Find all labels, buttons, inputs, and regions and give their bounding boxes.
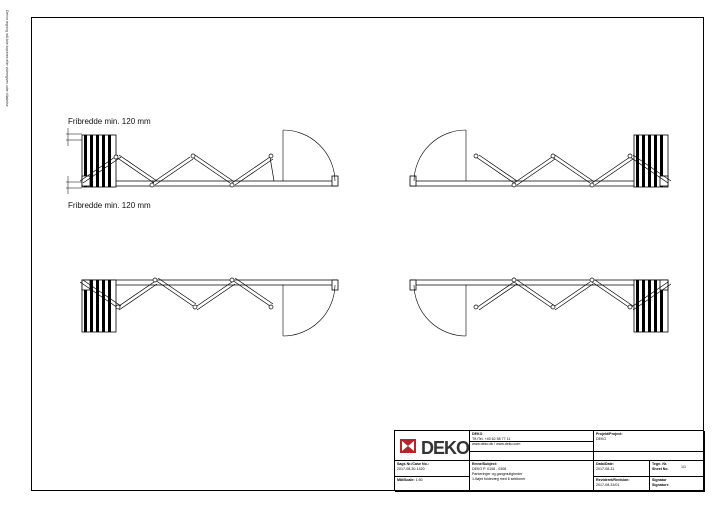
drawing-frame [31,17,704,491]
deko-logo: DEKO [399,436,469,458]
title-block: DEKO DEKO Tlf./Tel. +45 62 58 77 11 www.… [394,430,705,492]
scale-cell: Mål/Scale: 1:50 [395,477,470,492]
case-cell: Sags Nr./Case No.: 2017-08-30-1420 [395,461,470,477]
plan-bottom-left [79,277,339,337]
company-cell: DEKO Tlf./Tel. +45 62 58 77 11 www.deko.… [470,431,594,461]
date-heading: Dato/Date: [596,462,614,466]
subject-line-1: DEKO P. 0108 - 0308 [472,466,507,471]
sheet-heading-en: Sheet No. [652,466,669,471]
project-cell: Projekt/Project: DEKO [594,431,705,461]
project-heading: Projekt/Project: [596,432,623,436]
signature-heading: Signatur [652,478,667,482]
project-rule [594,451,705,452]
signature-heading-en: Signature [652,482,669,487]
deko-logo-mark-icon [400,439,416,453]
dimension-label-bottom: Fribredde min. 120 mm [68,201,151,210]
revision-value: 2017-08-31/01 [596,482,620,487]
sheet-cell: Tegn. Nr. Sheet No. 1/1 [650,461,705,477]
signature-cell: Signatur Signature [650,477,705,492]
company-web: www.deko.dk / www.deko.com [472,441,521,446]
company-phone: Tlf./Tel. +45 62 58 77 11 [472,436,511,441]
project-value: DEKO [596,436,607,441]
company-rule-1 [470,441,594,442]
plan-bottom-right [409,277,672,337]
revision-heading: Revideret/Revision: [596,478,630,482]
case-heading: Sags Nr./Case No.: [397,462,429,466]
subject-cell: Emne/Subject: DEKO P. 0108 - 0308 Parker… [470,461,594,492]
scale-value: 1:50 [415,478,423,482]
date-cell: Dato/Date: 2017-08-31 [594,461,650,477]
company-name: DEKO [472,432,483,436]
date-value: 2017-08-31 [596,466,615,471]
subject-line-3: 1-fløjet foldevæg med 6 sektioner [472,476,526,481]
dimension-label-top: Fribredde min. 120 mm [68,117,151,126]
subject-heading: Emne/Subject: [472,462,497,466]
revision-cell: Revideret/Revision: 2017-08-31/01 [594,477,650,492]
logo-cell: DEKO [395,431,470,461]
company-rule-2 [470,451,594,452]
case-value: 2017-08-30-1420 [397,466,425,471]
logo-text: DEKO [421,438,470,458]
scale-heading: Mål/Scale: [397,478,415,482]
sheet-value: 1/1 [681,465,686,469]
plan-top-left [66,128,339,194]
sheet-heading: Tegn. Nr. [652,462,668,466]
plan-top-right [409,129,672,188]
subject-line-2: Parkeringer og gangmuligheder [472,471,523,476]
